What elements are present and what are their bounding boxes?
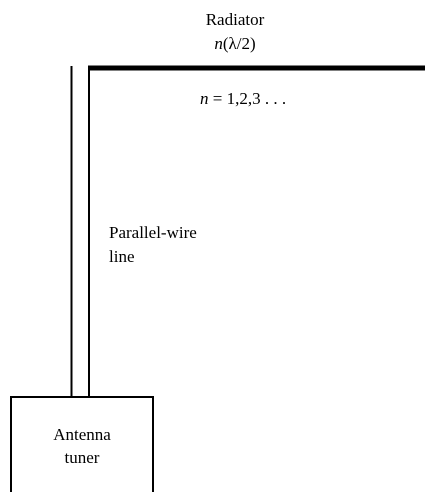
radiator-title: Radiator <box>206 10 265 29</box>
tuner-label-line1: Antenna <box>53 425 111 444</box>
radiator-length-label: n(λ/2) <box>214 34 255 53</box>
radiator-n-values: n = 1,2,3 . . . <box>200 89 286 108</box>
tuner-label-line2: tuner <box>65 448 100 467</box>
feedline-label-line2: line <box>109 247 135 266</box>
antenna-tuner-box <box>10 396 154 492</box>
feedline-label-line1: Parallel-wire <box>109 223 197 242</box>
